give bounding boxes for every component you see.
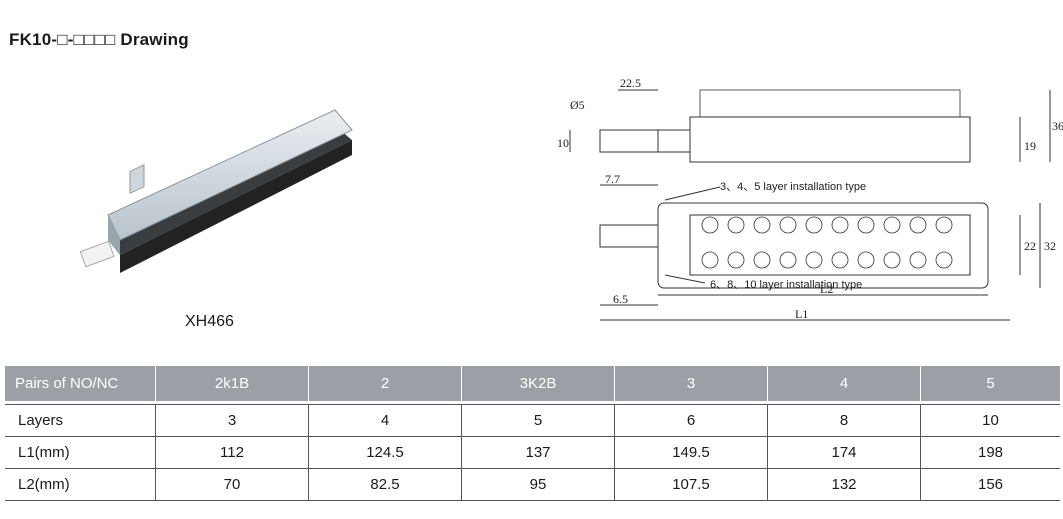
row-label: L2(mm) bbox=[5, 469, 155, 501]
table-row: L1(mm) 112 124.5 137 149.5 174 198 bbox=[5, 437, 1060, 469]
table-row: Layers 3 4 5 6 8 10 bbox=[5, 404, 1060, 437]
table-cell: 174 bbox=[767, 437, 920, 469]
header-col-1: 2k1B bbox=[155, 366, 308, 401]
dim-l1: L1 bbox=[795, 307, 808, 321]
page-title: FK10-□-□□□□ Drawing bbox=[9, 30, 189, 49]
dim-6-5: 6.5 bbox=[613, 292, 628, 306]
table-cell: 95 bbox=[461, 469, 614, 501]
table-cell: 156 bbox=[920, 469, 1060, 501]
dim-36: 36 bbox=[1052, 119, 1063, 133]
table-cell: 149.5 bbox=[614, 437, 767, 469]
dim-22: 22 bbox=[1024, 239, 1036, 253]
dim-7-7: 7.7 bbox=[605, 172, 620, 186]
dim-32: 32 bbox=[1044, 239, 1056, 253]
table-cell: 3 bbox=[155, 404, 308, 437]
dim-22-5: 22.5 bbox=[620, 76, 641, 90]
product-photo bbox=[79, 109, 353, 273]
header-col-5: 4 bbox=[767, 366, 920, 401]
dim-l2: L2 bbox=[820, 282, 833, 296]
technical-drawing: 22.5 Ø5 10 19 36 7.7 22 32 6.5 L2 L1 3、4… bbox=[557, 76, 1063, 321]
spec-table: Pairs of NO/NC 2k1B 2 3K2B 3 4 5 Layers … bbox=[5, 366, 1060, 501]
header-col-4: 3 bbox=[614, 366, 767, 401]
table-cell: 8 bbox=[767, 404, 920, 437]
annotation-3-4-5-layer: 3、4、5 layer installation type bbox=[720, 181, 866, 193]
table-header-row: Pairs of NO/NC 2k1B 2 3K2B 3 4 5 bbox=[5, 366, 1060, 401]
table-cell: 132 bbox=[767, 469, 920, 501]
product-model-label: XH466 bbox=[185, 313, 234, 330]
table-cell: 6 bbox=[614, 404, 767, 437]
table-cell: 82.5 bbox=[308, 469, 461, 501]
dim-10: 10 bbox=[557, 136, 569, 150]
annotation-6-8-10-layer: 6、8、10 layer installation type bbox=[710, 279, 862, 291]
dim-19: 19 bbox=[1024, 139, 1036, 153]
table-cell: 70 bbox=[155, 469, 308, 501]
table-cell: 5 bbox=[461, 404, 614, 437]
table-row: L2(mm) 70 82.5 95 107.5 132 156 bbox=[5, 469, 1060, 501]
header-col-3: 3K2B bbox=[461, 366, 614, 401]
header-col-6: 5 bbox=[920, 366, 1060, 401]
table-cell: 137 bbox=[461, 437, 614, 469]
table-cell: 112 bbox=[155, 437, 308, 469]
table-cell: 124.5 bbox=[308, 437, 461, 469]
table-cell: 107.5 bbox=[614, 469, 767, 501]
row-label: Layers bbox=[5, 404, 155, 437]
row-label: L1(mm) bbox=[5, 437, 155, 469]
header-pairs: Pairs of NO/NC bbox=[5, 366, 155, 401]
table-cell: 10 bbox=[920, 404, 1060, 437]
dim-hole-diameter: Ø5 bbox=[570, 98, 585, 112]
header-col-2: 2 bbox=[308, 366, 461, 401]
table-cell: 198 bbox=[920, 437, 1060, 469]
table-cell: 4 bbox=[308, 404, 461, 437]
